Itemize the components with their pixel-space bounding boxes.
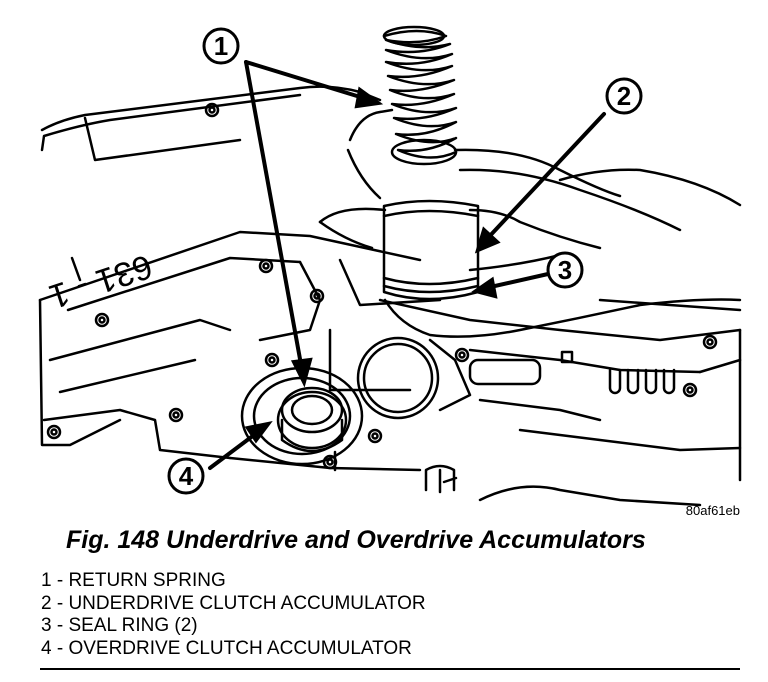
callout-3 (546, 251, 584, 289)
callout-2-label: 2 (617, 81, 631, 111)
legend-item: 1 - RETURN SPRING (41, 570, 226, 591)
image-code: 80af61eb (686, 503, 740, 518)
legend-item: 3 - SEAL RING (2) (41, 615, 198, 636)
return-spring (382, 29, 458, 159)
leader-1-spring (244, 60, 372, 102)
hand (348, 108, 394, 142)
leader-2 (484, 112, 606, 242)
accumulator-illustration: 631 - 1 1 2 3 4 80af61eb (38, 25, 742, 518)
figure-caption: Fig. 148 Underdrive and Overdrive Accumu… (66, 526, 646, 554)
bore-large (356, 336, 440, 420)
bottom-rule (40, 668, 740, 670)
legend-list: 1 - RETURN SPRING 2 - UNDERDRIVE CLUTCH … (41, 570, 426, 660)
callout-1 (202, 27, 240, 65)
casting-mark: 631 - 1 (44, 247, 156, 316)
overdrive-piston (276, 390, 348, 450)
leader-1-piston (244, 60, 304, 372)
legend-item: 2 - UNDERDRIVE CLUTCH ACCUMULATOR (41, 592, 426, 614)
callout-3-label: 3 (558, 255, 572, 285)
callout-4 (167, 457, 205, 495)
legend-item: 4 - OVERDRIVE CLUTCH ACCUMULATOR (41, 637, 412, 659)
callout-2 (605, 77, 643, 115)
callout-1-label: 1 (214, 31, 228, 61)
valve-body-plate (38, 230, 422, 302)
leader-4 (208, 430, 260, 470)
case-outline (40, 85, 382, 132)
leader-3 (484, 272, 550, 290)
callout-4-label: 4 (179, 461, 194, 491)
